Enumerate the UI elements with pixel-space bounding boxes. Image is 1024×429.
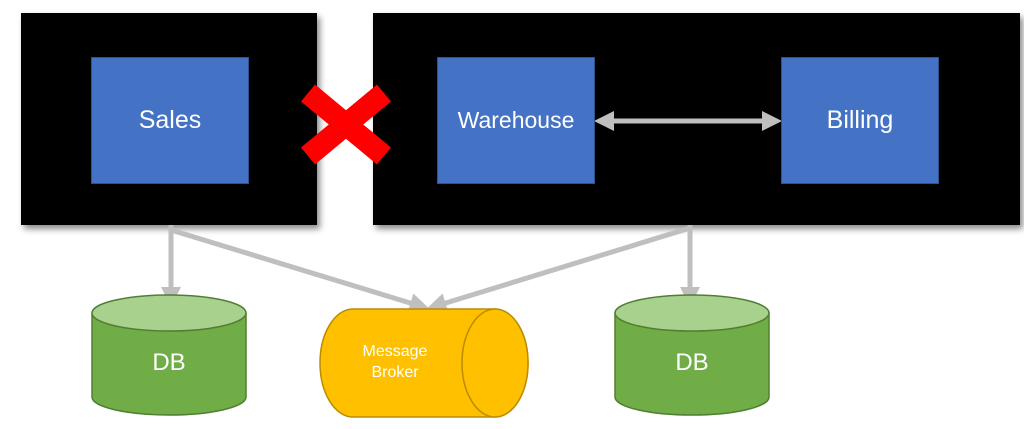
db-left-label: DB xyxy=(92,333,246,393)
db-right-label: DB xyxy=(615,333,769,393)
warehouse-service-box: Warehouse xyxy=(437,57,595,184)
arrow-billing-to-broker xyxy=(426,225,691,313)
db-right-text: DB xyxy=(675,349,709,376)
broker-label-line1: Message xyxy=(362,343,428,360)
message-broker-cylinder xyxy=(319,308,529,418)
billing-service-box: Billing xyxy=(781,57,939,184)
arrow-sales-to-broker xyxy=(170,227,430,313)
sales-label: Sales xyxy=(138,106,202,134)
billing-label: Billing xyxy=(826,106,894,134)
broker-label-line2: Broker xyxy=(371,364,419,381)
sales-service-box: Sales xyxy=(91,57,249,184)
db-right-cylinder xyxy=(614,294,770,416)
red-x-icon xyxy=(300,84,392,165)
message-broker-label: Message Broker xyxy=(330,332,460,392)
warehouse-label: Warehouse xyxy=(457,107,575,133)
db-left-cylinder xyxy=(91,294,247,416)
db-left-text: DB xyxy=(152,349,186,376)
